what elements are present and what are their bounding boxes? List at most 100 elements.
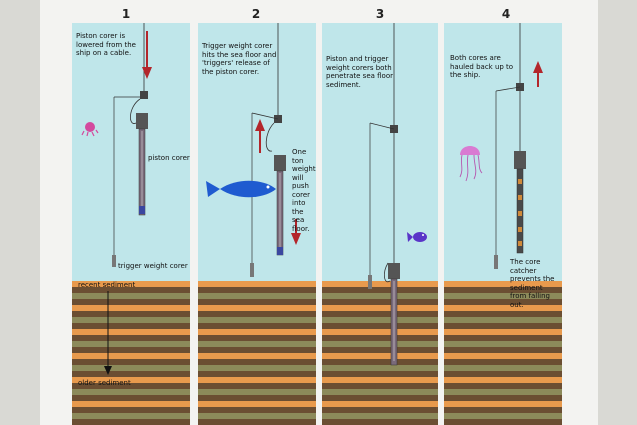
sediment-band bbox=[198, 407, 316, 413]
sediment-band bbox=[198, 359, 316, 365]
sediment-band bbox=[322, 329, 438, 335]
sediment-band bbox=[444, 377, 562, 383]
sediment-band bbox=[198, 413, 316, 419]
sediment-band bbox=[72, 317, 190, 323]
small-fish-icon bbox=[407, 232, 427, 242]
sediment-band bbox=[444, 317, 562, 323]
sediment-band bbox=[322, 401, 438, 407]
panel-4-drawing bbox=[444, 23, 562, 425]
sediment-layers bbox=[198, 281, 316, 425]
sediment-band bbox=[444, 335, 562, 341]
sediment-band bbox=[198, 371, 316, 377]
sediment-band bbox=[322, 407, 438, 413]
panel-number-1: 1 bbox=[121, 7, 131, 21]
sediment-band bbox=[72, 371, 190, 377]
sediment-band bbox=[444, 413, 562, 419]
sediment-band bbox=[444, 395, 562, 401]
sediment-band bbox=[72, 347, 190, 353]
sediment-band bbox=[322, 323, 438, 329]
sediment-band bbox=[322, 335, 438, 341]
sediment-band bbox=[444, 365, 562, 371]
piston-corer bbox=[514, 151, 526, 254]
sediment-band bbox=[444, 347, 562, 353]
sediment-band bbox=[72, 341, 190, 347]
piston-corer-label: piston corer bbox=[148, 154, 190, 162]
panel-1-caption: Piston corer is lowered from the ship on… bbox=[76, 32, 136, 57]
panel-number-4: 4 bbox=[501, 7, 511, 21]
sediment-band bbox=[322, 383, 438, 389]
sediment-band bbox=[72, 305, 190, 311]
sediment-band bbox=[198, 329, 316, 335]
down-arrow-icon bbox=[142, 31, 152, 79]
sediment-band bbox=[444, 287, 562, 293]
piston-corer bbox=[274, 155, 286, 256]
up-arrow-icon bbox=[255, 119, 265, 153]
sediment-band bbox=[198, 317, 316, 323]
sediment-band bbox=[198, 395, 316, 401]
sediment-band bbox=[72, 419, 190, 425]
piston-corer bbox=[136, 113, 148, 216]
older-sediment-label: older sediment bbox=[78, 379, 131, 387]
sediment-band bbox=[72, 299, 190, 305]
sediment-band bbox=[444, 329, 562, 335]
sediment-band bbox=[444, 371, 562, 377]
sediment-band bbox=[72, 377, 190, 383]
sediment-band bbox=[322, 413, 438, 419]
sediment-band bbox=[72, 323, 190, 329]
core-catcher-note: The core catcher prevents the sediment f… bbox=[510, 258, 555, 309]
sediment-band bbox=[72, 383, 190, 389]
sediment-band bbox=[72, 281, 190, 287]
sediment-band bbox=[444, 341, 562, 347]
up-arrow-icon bbox=[533, 61, 543, 87]
sediment-band bbox=[322, 359, 438, 365]
sediment-band bbox=[72, 311, 190, 317]
sediment-band bbox=[444, 401, 562, 407]
sediment-band bbox=[322, 419, 438, 425]
sediment-band bbox=[198, 365, 316, 371]
sediment-band bbox=[198, 323, 316, 329]
sediment-band bbox=[322, 341, 438, 347]
fish-icon bbox=[206, 180, 276, 198]
sediment-band bbox=[72, 389, 190, 395]
sediment-band bbox=[198, 389, 316, 395]
panel-3: Piston and trigger weight corers both pe… bbox=[322, 23, 438, 425]
sediment-band bbox=[72, 359, 190, 365]
sediment-band bbox=[322, 389, 438, 395]
sediment-band bbox=[198, 335, 316, 341]
sediment-band bbox=[322, 311, 438, 317]
sediment-band bbox=[322, 281, 438, 287]
sediment-band bbox=[444, 359, 562, 365]
sediment-band bbox=[72, 413, 190, 419]
sediment-layers bbox=[322, 281, 438, 425]
sediment-band bbox=[322, 395, 438, 401]
sediment-band bbox=[322, 371, 438, 377]
sediment-band bbox=[444, 383, 562, 389]
sediment-band bbox=[444, 323, 562, 329]
trigger-weight-corer-label: trigger weight corer bbox=[118, 262, 188, 270]
sediment-band bbox=[322, 317, 438, 323]
recent-sediment-label: recent sediment bbox=[78, 281, 136, 289]
sediment-band bbox=[322, 365, 438, 371]
sediment-layers bbox=[444, 281, 562, 425]
panel-2-caption: Trigger weight corer hits the sea floor … bbox=[202, 42, 277, 76]
sediment-band bbox=[198, 281, 316, 287]
sediment-band bbox=[322, 287, 438, 293]
release-box bbox=[140, 91, 148, 99]
sediment-band bbox=[72, 407, 190, 413]
sediment-band bbox=[322, 299, 438, 305]
jellyfish-small-icon bbox=[81, 122, 99, 137]
sediment-band bbox=[444, 305, 562, 311]
sediment-band bbox=[444, 281, 562, 287]
sediment-band bbox=[198, 305, 316, 311]
sediment-band bbox=[72, 335, 190, 341]
panel-1-drawing bbox=[72, 23, 190, 425]
down-arrow-icon bbox=[291, 219, 301, 245]
trigger-weight-corer bbox=[368, 275, 372, 289]
sediment-band bbox=[198, 293, 316, 299]
sediment-band bbox=[72, 329, 190, 335]
panel-number-2: 2 bbox=[251, 7, 261, 21]
panel-3-drawing bbox=[322, 23, 438, 425]
sediment-band bbox=[444, 299, 562, 305]
jellyfish-icon bbox=[459, 146, 483, 182]
sediment-band bbox=[198, 347, 316, 353]
